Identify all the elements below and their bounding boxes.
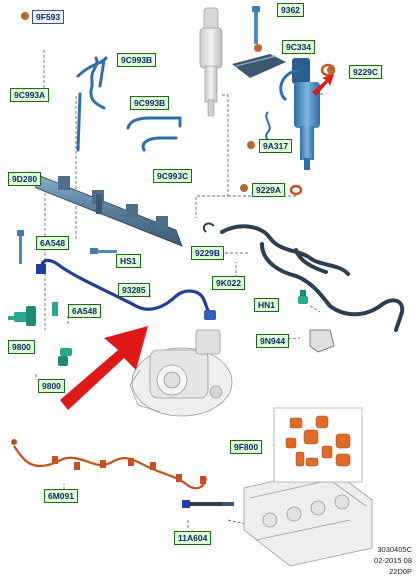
reference-code: 22D0P [389,567,412,576]
part-label[interactable]: 9C993B [130,96,170,110]
bolt-icon [17,230,24,264]
red-arrow-icon [60,326,148,410]
part-label[interactable]: 9C993C [153,169,193,183]
fuel-injector-icon [279,58,320,170]
clip-icon [232,54,286,78]
diagram-reference-codes: 3030405C 02-2015 08 22D0P [348,544,412,577]
fuel-rail-icon [29,171,183,247]
hose-icon [220,224,405,332]
clip-icon [36,264,46,274]
red-arrow-icon [312,74,334,96]
indicator-dot-icon [21,12,29,20]
part-label[interactable]: 11A604 [174,531,212,545]
fuel-pump-icon [129,329,233,417]
part-label[interactable]: 9C993A [10,88,50,102]
bolt-icon [252,6,260,44]
sensor-icon [8,306,36,326]
clip-icon [204,310,216,320]
part-label[interactable]: 9C334 [282,40,316,54]
reference-code: 02-2015 08 [374,556,412,565]
indicator-dot-icon [240,184,248,192]
part-label[interactable]: 9D280 [8,172,42,186]
part-label[interactable]: 9F800 [230,440,263,454]
hose-icon [40,258,212,318]
indicator-dot-icon [254,44,262,52]
indicator-dot-icon [247,141,255,149]
part-label[interactable]: 9229C [349,65,383,79]
wiring-harness-icon [11,439,208,490]
part-label[interactable]: 9362 [277,3,304,17]
part-label[interactable]: 9N944 [256,334,290,348]
part-label[interactable]: 6A548 [36,236,70,250]
bolt-icon [90,248,117,254]
sensor-icon [52,302,58,316]
part-label[interactable]: 9F593 [32,10,65,24]
part-label[interactable]: 9K022 [212,276,246,290]
part-label[interactable]: 9229A [252,183,286,197]
indicator-dot-icon [327,66,335,74]
part-label[interactable]: 93285 [118,283,150,297]
rubber-parts-kit-icon [273,407,363,483]
reference-code: 3030405C [377,545,412,554]
part-label[interactable]: 6A548 [68,304,102,318]
part-label[interactable]: 6M091 [44,489,78,503]
part-label[interactable]: 9800 [8,340,35,354]
fuel-injector-icon [199,7,223,117]
part-label[interactable]: 9229B [191,246,225,260]
hose-icon [76,56,182,152]
part-label[interactable]: HS1 [116,254,141,268]
clip-icon [298,290,308,304]
cylinder-head-icon [243,467,373,567]
seal-ring-icon [289,184,303,196]
part-label[interactable]: HN1 [254,298,280,312]
part-label[interactable]: 9800 [38,379,65,393]
part-label[interactable]: 9A317 [259,139,293,153]
clip-icon [309,329,335,353]
glow-plug-icon [182,500,234,508]
part-label[interactable]: 9C993B [117,53,157,67]
sensor-icon [58,348,72,366]
clip-icon [202,222,215,233]
